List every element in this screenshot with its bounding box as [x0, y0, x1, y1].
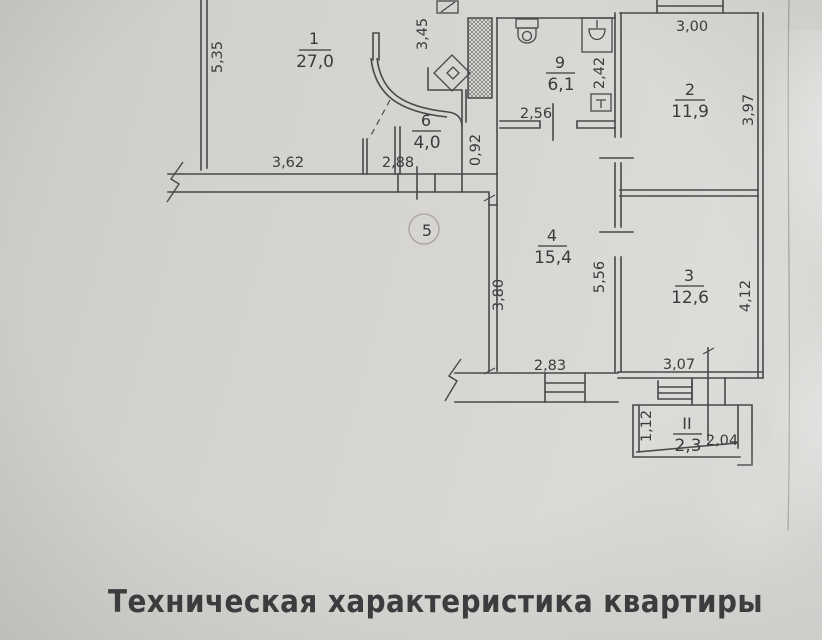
room-9-area: 6,1 — [547, 75, 574, 95]
loggia-number: II — [682, 414, 691, 433]
sink-diamond-icon — [433, 54, 471, 92]
dim-room1-side: 5,35 — [210, 41, 226, 73]
room-1-number: 1 — [309, 29, 319, 48]
dim-bathroom-width: 2,56 — [520, 106, 552, 122]
dim-room3-width: 3,07 — [663, 357, 695, 373]
dim-corridor-depth: 3,80 — [491, 279, 507, 311]
dim-room2-depth: 3,97 — [741, 94, 757, 126]
bathroom-fixture-icon — [590, 93, 612, 112]
dimension-labels: 5,35 3,45 3,62 2,88 0,92 2,56 2,42 3,00 … — [210, 18, 757, 449]
room-3-number: 3 — [684, 266, 694, 285]
dimension-ticks — [483, 194, 715, 375]
room-6-label: 6 4,0 — [412, 111, 441, 153]
room-1-label: 1 27,0 — [296, 29, 334, 72]
room-5-faint-circle: 5 — [408, 213, 440, 245]
dim-bathroom-depth: 2,42 — [592, 57, 608, 89]
dim-loggia-depth: 1,12 — [639, 410, 655, 442]
room-3-label: 3 12,6 — [671, 266, 709, 308]
stove-icon — [436, 0, 459, 14]
room-2-number: 2 — [685, 80, 695, 99]
loggia-label: II 2,3 — [673, 414, 702, 456]
dim-room4-width: 2,83 — [534, 358, 566, 374]
dim-hall-bottom-right: 2,88 — [382, 155, 414, 171]
room-3-area: 12,6 — [671, 288, 709, 308]
dim-hall-bottom-left: 3,62 — [272, 155, 304, 171]
room-9-number: 9 — [555, 53, 565, 72]
room-9-label: 9 6,1 — [546, 53, 575, 95]
wall-break-symbols — [166, 161, 462, 402]
room-1-area: 27,0 — [296, 52, 334, 72]
room-4-area: 15,4 — [534, 248, 572, 268]
paper-edge-line — [787, 0, 791, 531]
room-6-number: 6 — [421, 111, 431, 130]
door-swing-dashed-line — [368, 99, 391, 140]
dim-loggia-width: 2,04 — [706, 433, 738, 449]
room-labels: 1 27,0 6 4,0 9 6,1 2 11,9 4 15,4 3 12,6 — [296, 29, 709, 456]
dim-room3-depth: 4,12 — [738, 280, 754, 312]
room-6-area: 4,0 — [413, 133, 440, 153]
ventilation-duct-icon — [467, 17, 493, 99]
wall-lines — [167, 0, 764, 466]
room-2-area: 11,9 — [671, 102, 709, 122]
dim-room2-width: 3,00 — [676, 19, 708, 35]
loggia-area: 2,3 — [674, 436, 701, 456]
dim-room4-depth: 5,56 — [592, 261, 608, 293]
caption-title: Техническая характеристика квартиры — [108, 584, 763, 620]
washbasin-icon — [581, 17, 613, 53]
room-4-number: 4 — [547, 226, 557, 245]
room-2-label: 2 11,9 — [671, 80, 709, 122]
dim-passage-width: 0,92 — [468, 134, 484, 166]
arched-opening — [370, 57, 463, 128]
dim-duct-side: 3,45 — [415, 18, 431, 50]
toilet-icon — [515, 18, 539, 44]
room-4-label: 4 15,4 — [534, 226, 572, 268]
room-5-number-label: 5 — [422, 221, 432, 240]
